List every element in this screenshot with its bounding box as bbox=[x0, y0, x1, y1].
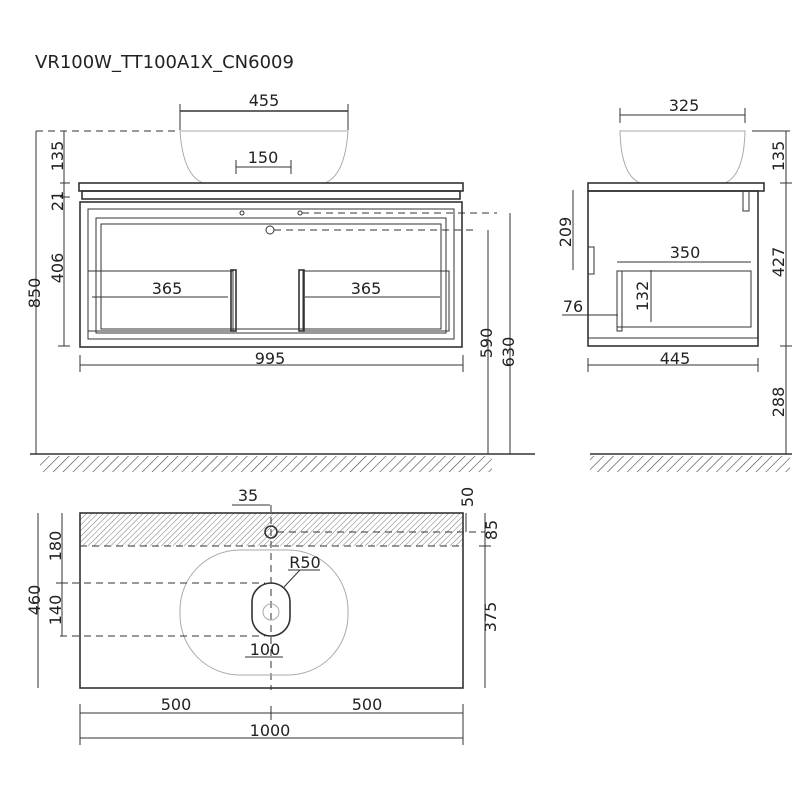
cabinet-body bbox=[587, 190, 759, 347]
drawing-title: VR100W_TT100A1X_CN6009 bbox=[35, 52, 294, 73]
cabinet-body bbox=[79, 201, 463, 348]
dim-slot-radius: R50 bbox=[289, 553, 320, 572]
drawer-left bbox=[87, 270, 234, 332]
basin-outline bbox=[619, 130, 746, 184]
dim-drawer-offset: 76 bbox=[563, 297, 583, 316]
drawer-front bbox=[616, 270, 623, 332]
dim-cabinet-width: 995 bbox=[255, 349, 286, 368]
drain-icon bbox=[262, 603, 280, 621]
dim-basin-depth: 325 bbox=[669, 96, 700, 115]
dim-drawer-height: 132 bbox=[633, 281, 652, 312]
floor-hatch bbox=[40, 456, 492, 472]
dim-drain-from-back: 180 bbox=[46, 531, 65, 562]
dim-total-height: 850 bbox=[25, 278, 44, 309]
dim-cabinet-height: 406 bbox=[48, 253, 67, 284]
countertop bbox=[587, 182, 765, 192]
drawer-right bbox=[302, 270, 450, 332]
door-frame-mid bbox=[95, 217, 447, 334]
dim-inlet-height: 630 bbox=[499, 337, 518, 368]
countertop bbox=[78, 182, 464, 192]
dim-basin-width: 455 bbox=[249, 91, 280, 110]
side-rail bbox=[742, 190, 750, 212]
dim-drawer-right: 365 bbox=[351, 279, 382, 298]
dim-tap-from-back: 50 bbox=[458, 487, 477, 507]
dim-basin-height: 135 bbox=[48, 141, 67, 172]
top-view: R50 100 35 50 85 375 460 180 140 500 500… bbox=[25, 486, 501, 745]
dim-total-depth: 460 bbox=[25, 585, 44, 616]
dim-drawer-left: 365 bbox=[152, 279, 183, 298]
dim-basin-height-side: 135 bbox=[769, 141, 788, 172]
front-view: 455 150 365 365 995 850 135 21 406 bbox=[25, 91, 535, 472]
dim-top-thickness: 21 bbox=[48, 191, 67, 211]
dim-front-depth: 375 bbox=[481, 602, 500, 633]
dim-upper-offset: 209 bbox=[556, 217, 575, 248]
dim-left-half: 500 bbox=[161, 695, 192, 714]
side-view: 325 209 350 132 76 445 135 427 288 bbox=[556, 96, 792, 472]
dim-slot-width: 100 bbox=[250, 640, 281, 659]
drain-slot bbox=[251, 582, 291, 637]
basin-outline bbox=[179, 549, 349, 676]
door-frame-outer bbox=[87, 208, 455, 340]
floor-hatch bbox=[590, 456, 790, 472]
dim-drain-height: 590 bbox=[477, 328, 496, 359]
door-handle bbox=[587, 246, 595, 275]
dim-cabinet-height-side: 427 bbox=[769, 247, 788, 278]
dim-cabinet-depth: 445 bbox=[660, 349, 691, 368]
drawer-handle bbox=[298, 269, 305, 332]
dim-floor-clearance: 288 bbox=[769, 387, 788, 418]
door-frame-inner bbox=[100, 223, 442, 330]
dim-right-half: 500 bbox=[352, 695, 383, 714]
drain-hole-icon bbox=[265, 225, 275, 235]
dim-drawer-depth: 350 bbox=[670, 243, 701, 262]
dim-tap-spacing: 150 bbox=[248, 148, 279, 167]
dim-total-width: 1000 bbox=[250, 721, 291, 740]
top-rail bbox=[81, 190, 461, 200]
tap-hole-icon bbox=[239, 210, 245, 216]
dim-tap-offset: 35 bbox=[238, 486, 258, 505]
dim-slot-length: 140 bbox=[46, 595, 65, 626]
tap-hole-icon bbox=[297, 210, 303, 216]
dim-back-strip: 85 bbox=[482, 520, 501, 540]
drawer-handle bbox=[230, 269, 237, 332]
